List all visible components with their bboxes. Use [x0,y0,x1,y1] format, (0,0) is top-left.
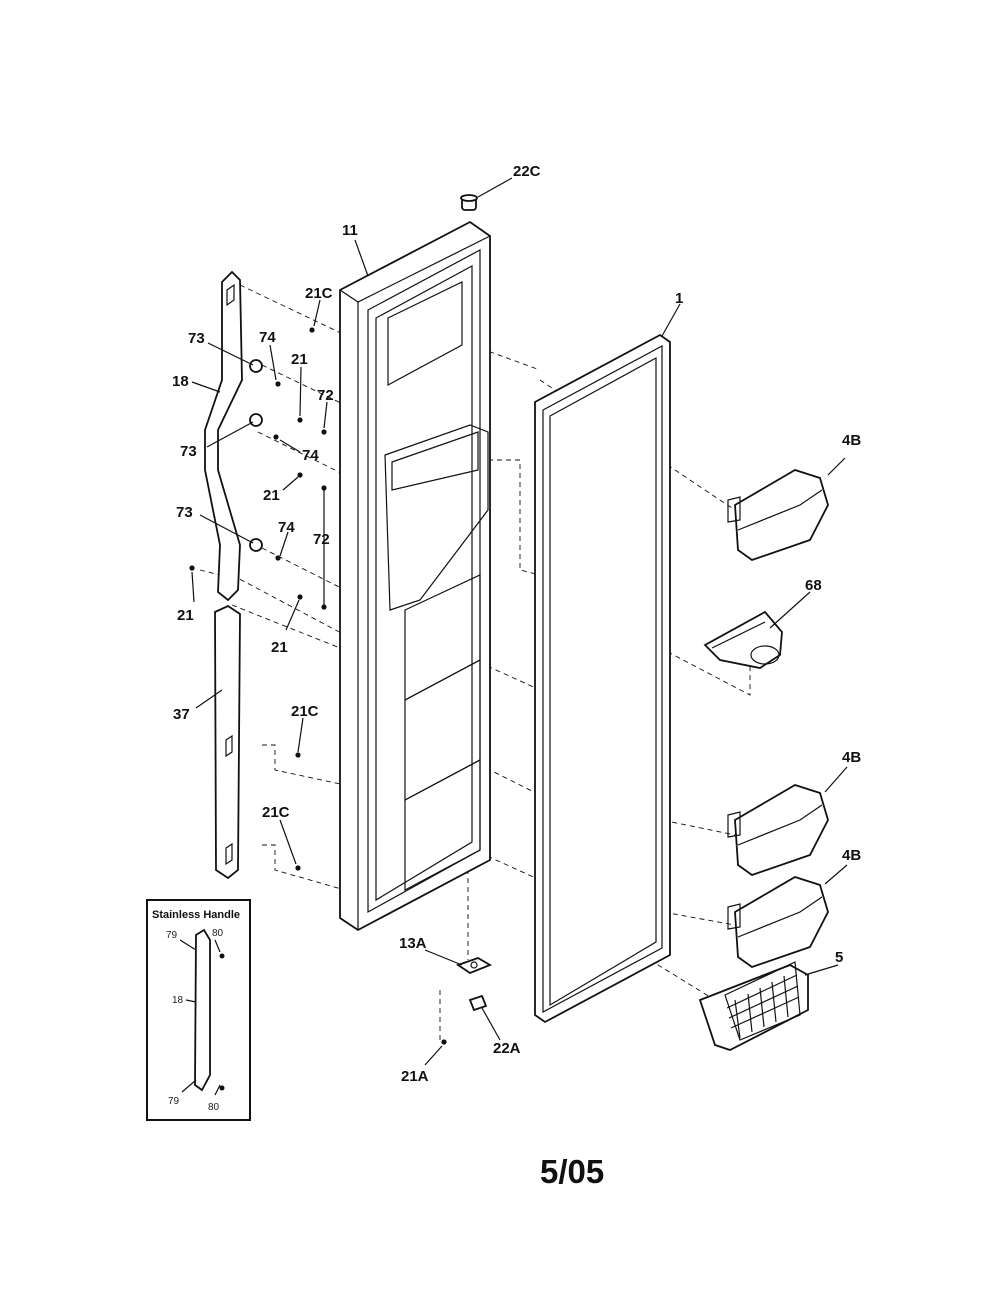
callout-18: 18 [172,373,189,390]
hardware [189,327,447,1045]
callout-73-b: 73 [180,443,197,460]
inset-callout-80-bottom: 80 [208,1102,220,1113]
hinge-bracket-13A [455,957,493,975]
callout-21-c: 21 [177,607,194,624]
bushing-22A [468,994,488,1012]
callout-22C-top: 22C [513,163,541,180]
inset-callout-80-top: 80 [212,928,224,939]
callout-72-a: 72 [317,387,334,404]
callout-21-a: 21 [291,351,308,368]
inset-title: Stainless Handle [152,909,240,921]
handle-lower-37 [214,604,241,880]
callout-21A: 21A [401,1068,429,1085]
callout-13A: 13A [399,935,427,952]
leader-lines [191,177,848,1066]
callout-21-b: 21 [263,487,280,504]
door-bin-4B-lower [727,876,829,969]
callout-74-b: 74 [302,447,319,464]
callout-37: 37 [173,706,190,723]
cup-68 [703,610,783,669]
callout-4B-a: 4B [842,432,861,449]
callout-1: 1 [675,290,683,307]
callout-73-a: 73 [188,330,205,347]
callout-68: 68 [805,577,822,594]
callout-21-d: 21 [271,639,288,656]
inset-callout-18: 18 [172,995,184,1006]
inset-callout-79-bottom: 79 [168,1096,180,1107]
inset-callout-79-top: 79 [166,930,178,941]
callout-21C-top: 21C [305,285,333,302]
stainless-handle-inset: Stainless Handle 79 80 18 79 80 [146,899,251,1121]
callout-21C-low: 21C [262,804,290,821]
inset-handle [194,928,211,1092]
callout-74-c: 74 [278,519,295,536]
callout-5: 5 [835,949,843,966]
basket-bin-5 [698,961,809,1051]
door-bin-4B-upper [727,469,829,562]
handle-upper-18 [204,270,243,602]
callout-11: 11 [342,222,358,239]
callout-74-a: 74 [259,329,276,346]
callout-21C-mid: 21C [291,703,319,720]
callout-72-b: 72 [313,531,330,548]
callout-labels: 22C 11 21C 1 73 74 21 18 72 73 74 21 4B … [172,163,861,1085]
door-bin-4B-middle [727,784,829,877]
callout-73-c: 73 [176,504,193,521]
plug-22C [460,194,478,211]
callout-22A: 22A [493,1040,521,1057]
door-gasket-1 [534,333,671,1024]
revision-code: 5/05 [540,1153,604,1190]
callout-4B-c: 4B [842,847,861,864]
door-panel-11 [339,220,491,932]
callout-4B-b: 4B [842,749,861,766]
